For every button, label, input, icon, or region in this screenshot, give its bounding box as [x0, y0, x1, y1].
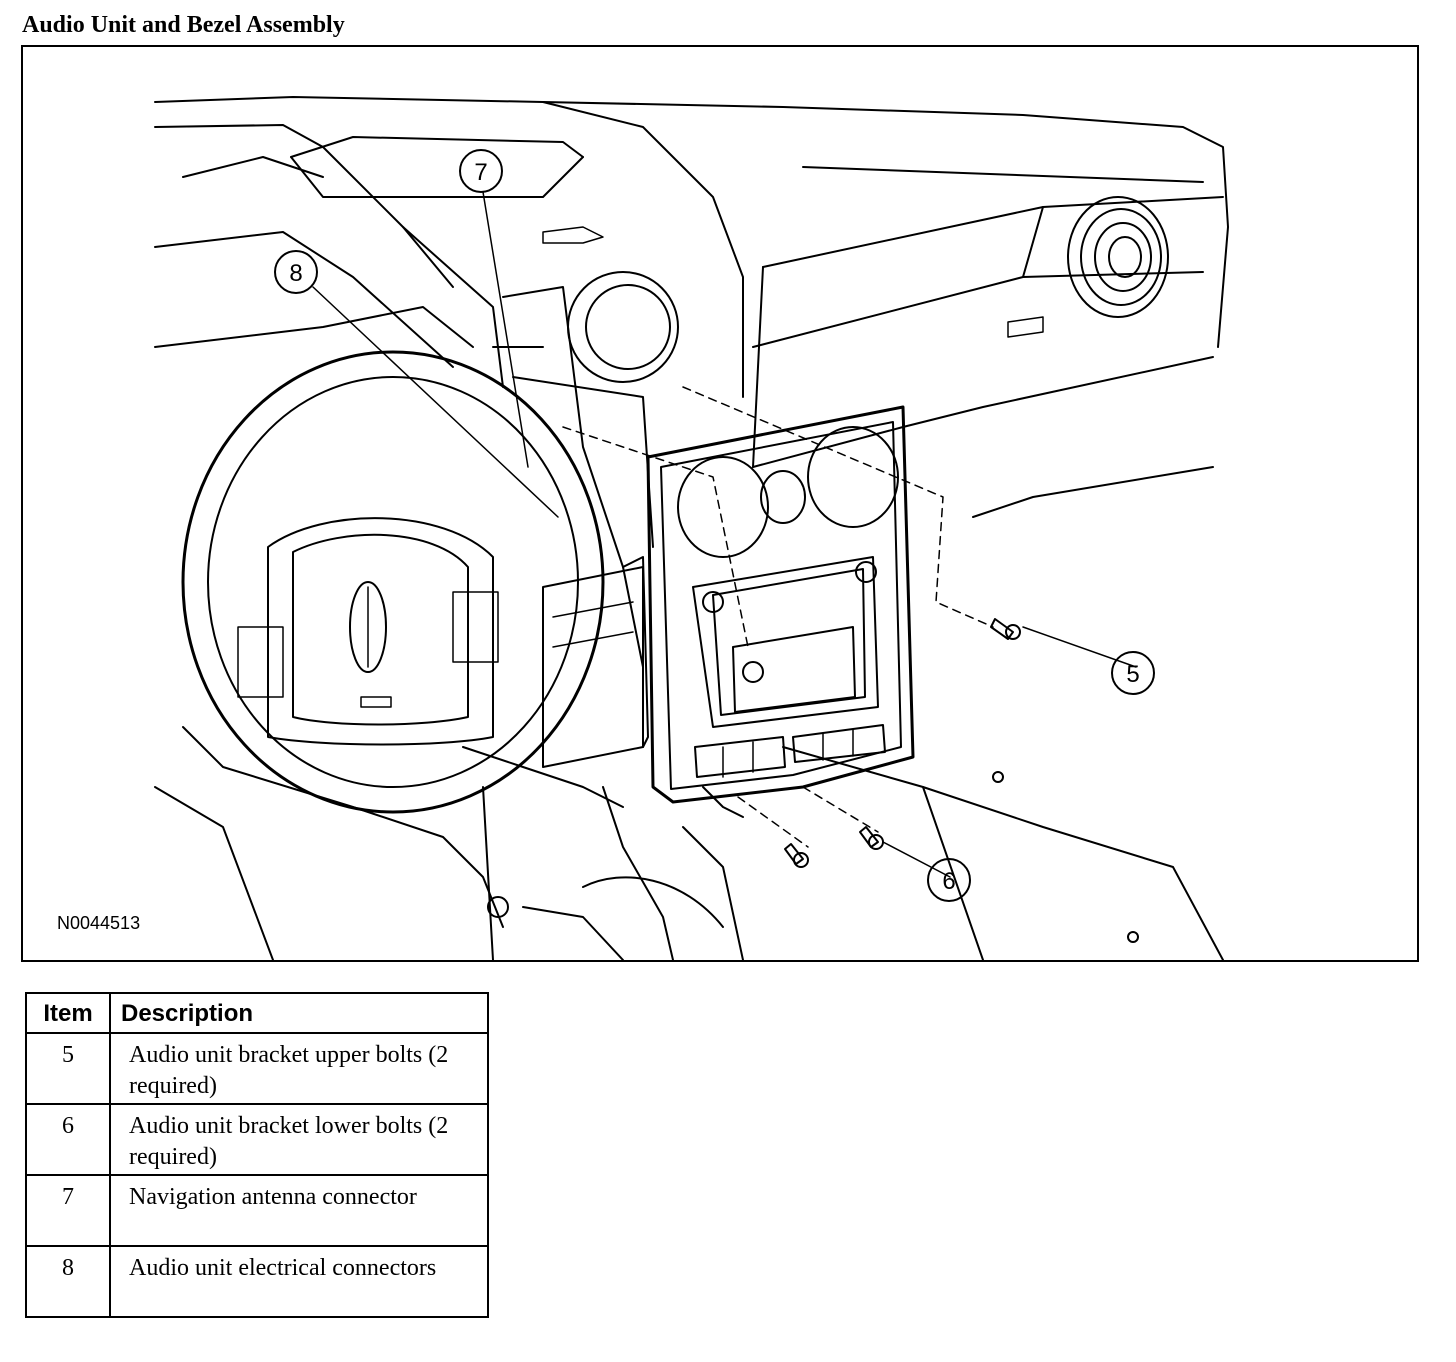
item-column-header: Item	[25, 992, 111, 1034]
callout-5: 5	[1126, 661, 1139, 688]
item-description: Navigation antenna connector	[109, 1174, 489, 1247]
item-description: Audio unit electrical connectors	[109, 1245, 489, 1318]
alignment-lines	[562, 386, 994, 848]
callout-6: 6	[942, 868, 955, 895]
figure-id-label: N0044513	[57, 913, 141, 933]
item-number: 7	[25, 1174, 111, 1247]
legend-table: Item Description 5 Audio unit bracket up…	[25, 992, 489, 1318]
item-description: Audio unit bracket upper bolts (2 requir…	[109, 1032, 489, 1105]
exploded-view-illustration: 7 8 5 6 N0044513	[21, 45, 1419, 962]
bolt-icons	[784, 618, 1021, 868]
dashboard-outline	[154, 96, 1229, 518]
table-row: 6 Audio unit bracket lower bolts (2 requ…	[25, 1103, 489, 1176]
description-column-header: Description	[109, 992, 489, 1034]
dashboard-line-drawing: 7 8 5 6	[154, 96, 1229, 960]
page-title: Audio Unit and Bezel Assembly	[22, 12, 345, 38]
audio-unit	[542, 556, 649, 768]
callout-8: 8	[289, 260, 302, 287]
item-number: 6	[25, 1103, 111, 1176]
item-description: Audio unit bracket lower bolts (2 requir…	[109, 1103, 489, 1176]
air-vent	[1067, 196, 1169, 318]
lower-console	[154, 726, 1224, 960]
item-number: 8	[25, 1245, 111, 1318]
callout-7: 7	[474, 159, 487, 186]
table-row: 8 Audio unit electrical connectors	[25, 1245, 489, 1318]
item-number: 5	[25, 1032, 111, 1105]
steering-wheel	[181, 350, 605, 814]
callout-circles	[274, 149, 1155, 902]
table-row: 7 Navigation antenna connector	[25, 1174, 489, 1247]
legend-header-row: Item Description	[25, 992, 489, 1034]
table-row: 5 Audio unit bracket upper bolts (2 requ…	[25, 1032, 489, 1105]
